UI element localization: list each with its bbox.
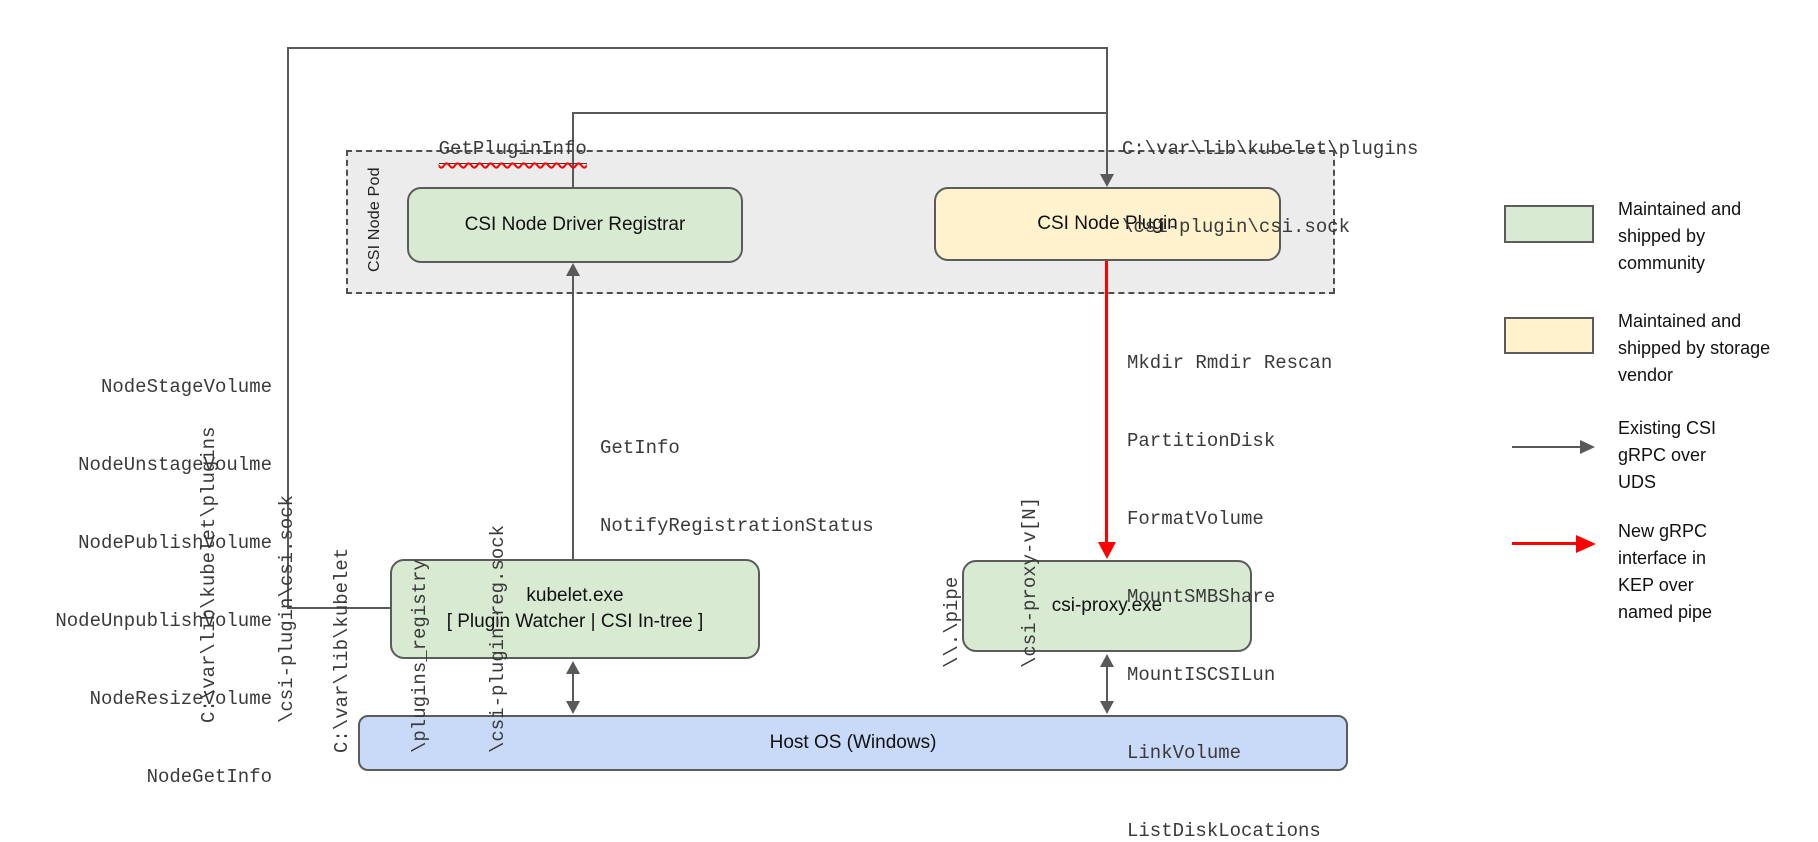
getplugininfo-line-horizontal	[572, 112, 1108, 114]
legend-new-text: New gRPC interface in KEP over named pip…	[1618, 521, 1713, 622]
red-arrowhead-into-csiproxy	[1098, 542, 1116, 559]
csi-node-plugin-label: CSI Node Plugin	[1037, 213, 1178, 234]
proxy-rpc-item: FormatVolume	[1127, 508, 1264, 530]
kubelet-to-registrar-line	[572, 274, 574, 559]
legend-gray-arrow-line	[1512, 446, 1582, 448]
csi-proxy-label: csi-proxy.exe	[1051, 595, 1163, 616]
getplugininfo-text: GetPluginInfo	[438, 136, 587, 164]
csi-node-plugin-box: CSI Node Plugin	[934, 187, 1281, 261]
named-pipe-rotated-label: \\.\pipe \csi-proxy-v[N]	[887, 497, 1095, 668]
host-os-box: Host OS (Windows)	[358, 715, 1348, 771]
proxy-rpc-list: Mkdir Rmdir Rescan PartitionDisk FormatV…	[1127, 298, 1332, 842]
legend-community-swatch	[1504, 205, 1594, 243]
registration-rpc-list: GetInfo NotifyRegistrationStatus	[600, 383, 874, 591]
node-rpc-item: NodeStageVolume	[100, 376, 272, 398]
node-rpc-list: NodeStageVolume NodeUnstageVoulme NodePu…	[30, 322, 272, 842]
registration-rpc-item: NotifyRegistrationStatus	[600, 515, 874, 537]
kubelet-to-plugin-line-top-horizontal	[287, 47, 1108, 49]
proxy-rpc-item: Mkdir Rmdir Rescan	[1127, 352, 1333, 374]
csiproxy-hostos-arrow-down	[1100, 701, 1114, 714]
arrowhead-into-csi-node-plugin	[1100, 174, 1114, 187]
kubelet-hostos-arrow-up	[566, 661, 580, 674]
legend-gray-arrowhead	[1580, 440, 1595, 454]
legend-vendor-text: Maintained and shipped by storage vendor	[1618, 311, 1771, 385]
csi-sock-path-label: C:\var\lib\kubelet\plugins \csi-plugin\c…	[1122, 84, 1418, 292]
node-rpc-item: NodeUnpublishVolume	[55, 610, 272, 632]
node-rpc-item: NodeResizeVolume	[89, 688, 272, 710]
registry-sock-line2: \plugins_registry	[409, 559, 431, 753]
csi-sock-path-line1: C:\var\lib\kubelet\plugins	[1122, 138, 1419, 160]
proxy-rpc-item: PartitionDisk	[1127, 430, 1276, 452]
kubelet-label-line2: [ Plugin Watcher | CSI In-tree ]	[446, 611, 704, 632]
kubelet-hostos-line	[572, 672, 574, 703]
csiproxy-hostos-arrow-up	[1100, 654, 1114, 667]
legend-red-arrowhead	[1576, 535, 1596, 553]
registry-sock-line3: \csi-plugin-reg.sock	[487, 524, 509, 753]
node-rpc-item: NodeGetInfo	[146, 766, 272, 788]
getplugininfo-line-vertical	[572, 112, 574, 187]
proxy-rpc-item: LinkVolume	[1127, 742, 1242, 764]
getplugininfo-label: GetPluginInfo	[393, 110, 587, 190]
kubelet-hostos-arrow-down	[566, 701, 580, 714]
kubelet-label-line1: kubelet.exe	[526, 585, 624, 606]
csiproxy-hostos-line	[1106, 665, 1108, 703]
named-pipe-line1: \\.\pipe	[941, 576, 963, 668]
kubelet-to-plugin-line-right-vertical	[1106, 47, 1108, 176]
proxy-rpc-item: MountISCSILun	[1127, 664, 1276, 686]
plugin-to-csiproxy-red-line	[1105, 261, 1108, 545]
proxy-rpc-item: MountSMBShare	[1127, 586, 1276, 608]
registration-rpc-item: GetInfo	[600, 437, 680, 459]
csi-sock-rotated-line1: C:\var\lib\kubelet\plugins	[198, 426, 220, 723]
proxy-rpc-item: ListDiskLocations	[1127, 820, 1321, 842]
node-rpc-item: NodePublishVolume	[78, 532, 272, 554]
kubelet-left-connector-line	[287, 607, 392, 609]
kubelet-box: kubelet.exe [ Plugin Watcher | CSI In-tr…	[390, 559, 760, 659]
kubelet-to-plugin-line-left-vertical	[287, 47, 289, 609]
registry-sock-line1: C:\var\lib\kubelet	[331, 547, 353, 753]
registry-sock-path-rotated-label: C:\var\lib\kubelet \plugins_registry \cs…	[277, 525, 563, 753]
legend-vendor-swatch	[1504, 317, 1594, 354]
csi-node-pod-label: CSI Node Pod	[366, 167, 383, 272]
legend-red-arrow-line	[1512, 542, 1578, 545]
csi-node-driver-registrar-label: CSI Node Driver Registrar	[464, 214, 686, 235]
csi-sock-path-line2: \csi-plugin\csi.sock	[1122, 216, 1351, 238]
csi-proxy-box: csi-proxy.exe	[962, 560, 1252, 652]
legend-existing-text: Existing CSI gRPC over UDS	[1618, 418, 1717, 492]
arrowhead-into-registrar	[566, 263, 580, 276]
csi-node-driver-registrar-box: CSI Node Driver Registrar	[407, 187, 743, 263]
node-rpc-item: NodeUnstageVoulme	[78, 454, 272, 476]
named-pipe-line2: \csi-proxy-v[N]	[1019, 496, 1041, 668]
host-os-label: Host OS (Windows)	[769, 732, 937, 753]
legend-community-text: Maintained and shipped by community	[1618, 199, 1742, 273]
